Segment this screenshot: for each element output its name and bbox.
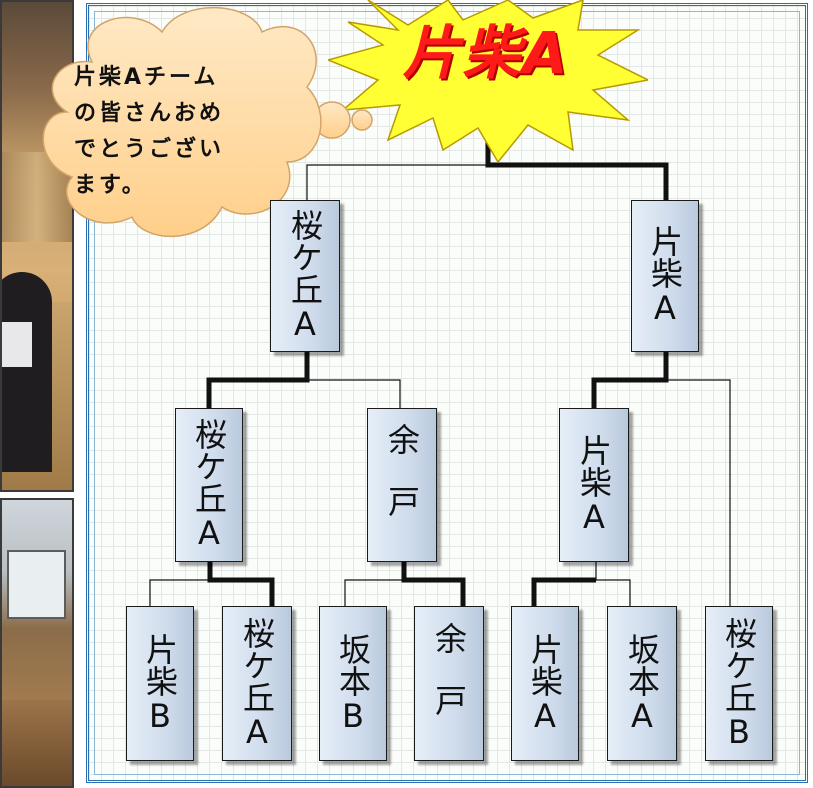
- first-round-team-box: 坂本A: [607, 606, 677, 761]
- team-label: 片柴A: [575, 434, 613, 536]
- team-label: 桜ケ丘A: [238, 616, 276, 751]
- first-round-team-box: 坂本B: [319, 606, 387, 761]
- first-round-team-box: 片柴B: [126, 606, 194, 761]
- team-label: 桜ケ丘A: [190, 418, 228, 552]
- team-label: 余戸: [430, 621, 468, 746]
- team-label: 余戸: [383, 423, 421, 547]
- speech-cloud-text: 片柴Aチーム の皆さんおめ でとうござい ます。: [74, 60, 264, 210]
- winner-title: 片柴A: [402, 19, 570, 87]
- semifinal-team-box: 桜ケ丘A: [270, 200, 340, 352]
- team-label: 片柴A: [526, 632, 564, 735]
- quarterfinal-team-box: 桜ケ丘A: [175, 408, 243, 562]
- first-round-team-box: 桜ケ丘B: [705, 606, 773, 761]
- semifinal-team-box: 片柴A: [631, 200, 699, 352]
- team-label: 桜ケ丘A: [286, 209, 324, 343]
- team-label: 坂本B: [334, 632, 372, 735]
- cloud-line: ます。: [74, 173, 147, 198]
- team-label: 坂本A: [623, 632, 661, 735]
- team-label: 片柴B: [141, 632, 179, 735]
- cloud-line: 片柴Aチーム: [74, 65, 219, 90]
- first-round-team-box: 余戸: [414, 606, 484, 761]
- cloud-line: でとうござい: [74, 137, 225, 162]
- gym-photo-bottom: [0, 498, 74, 788]
- first-round-team-box: 桜ケ丘A: [222, 606, 292, 761]
- team-label: 桜ケ丘B: [720, 616, 758, 751]
- cloud-line: の皆さんおめ: [74, 101, 225, 126]
- quarterfinal-team-box: 片柴A: [559, 408, 629, 562]
- team-label: 片柴A: [646, 225, 684, 327]
- first-round-team-box: 片柴A: [511, 606, 579, 761]
- quarterfinal-team-box: 余戸: [367, 408, 437, 562]
- winner-star-icon: [328, 0, 648, 162]
